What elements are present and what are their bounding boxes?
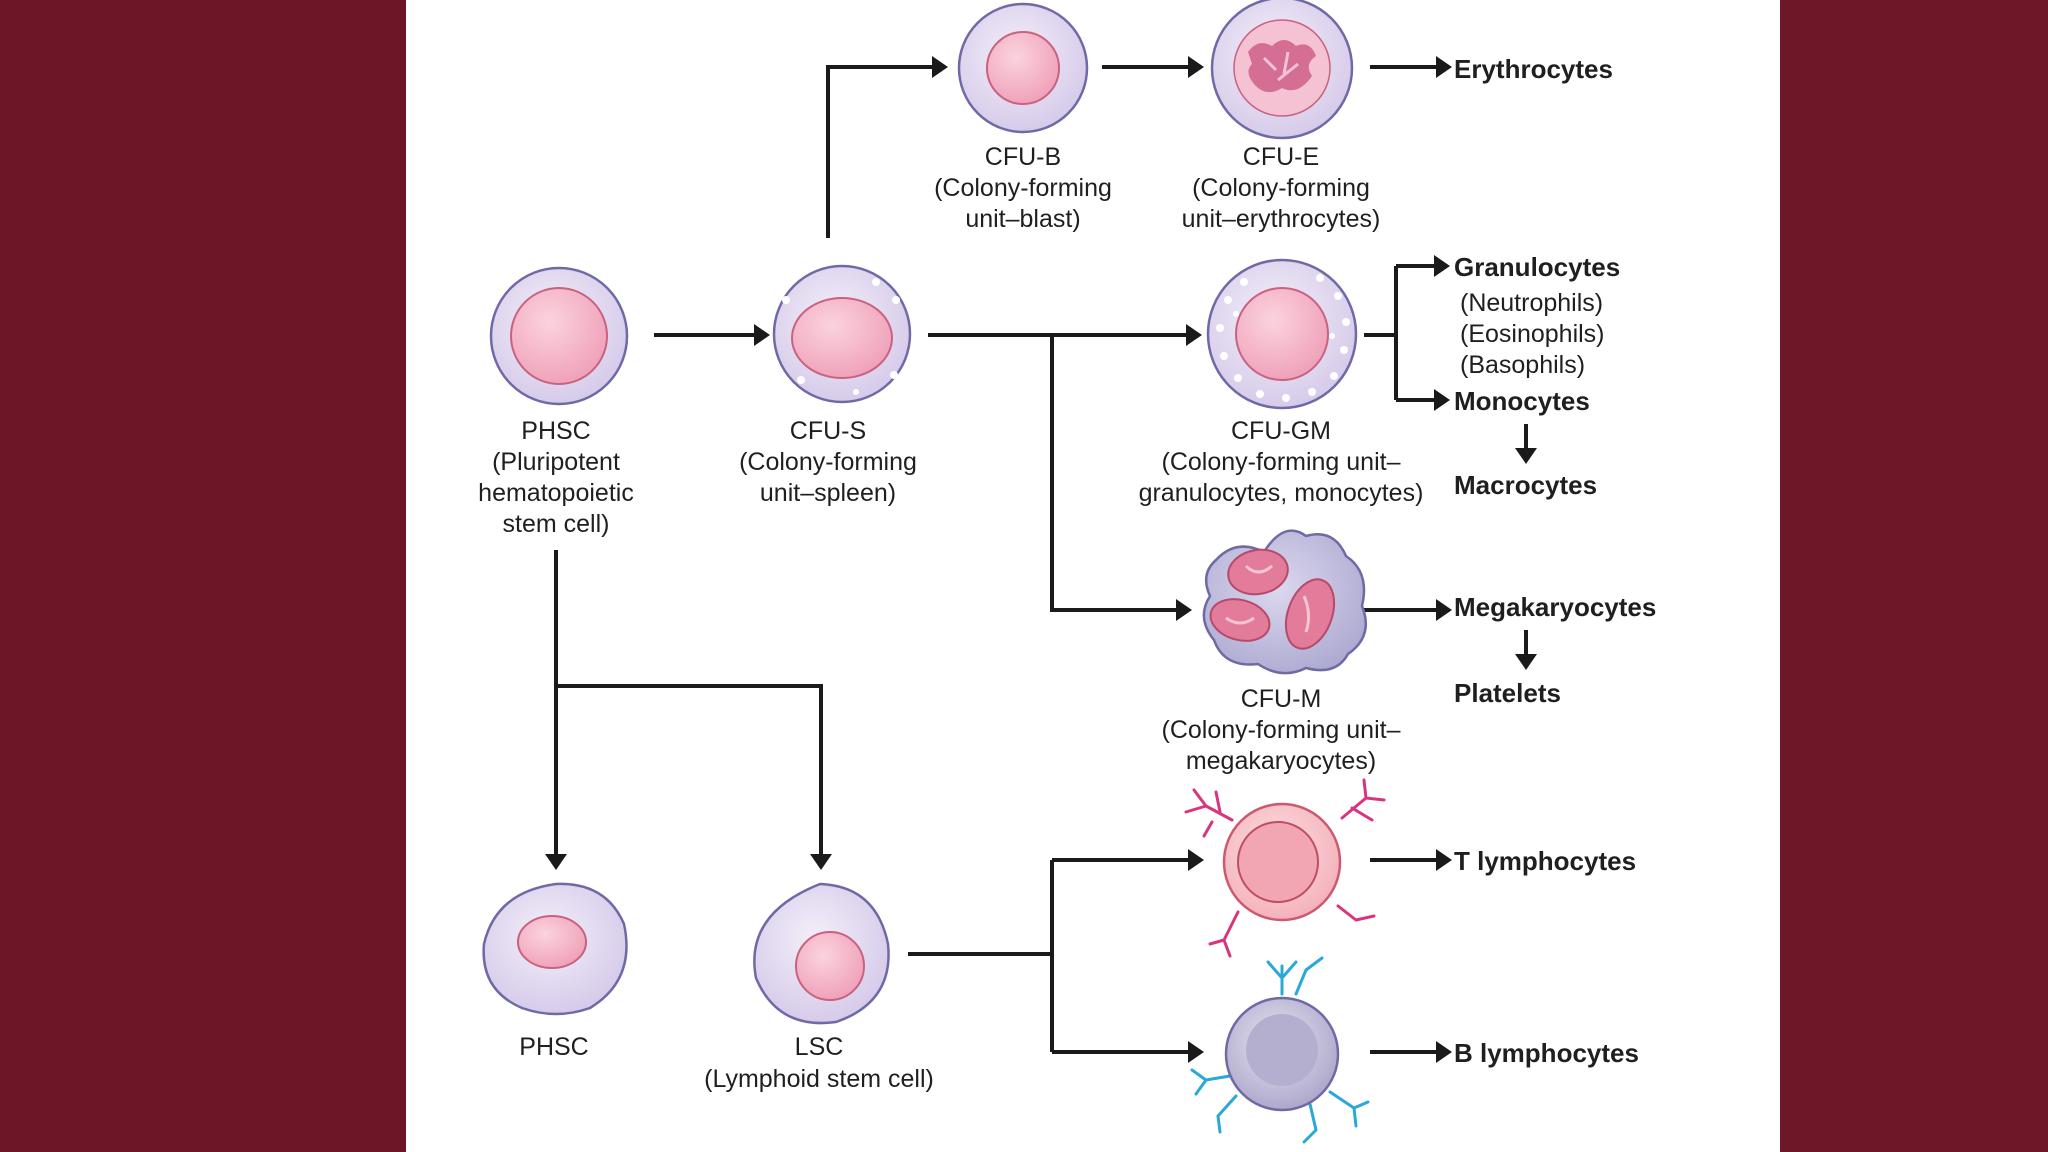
phsc-cell-icon xyxy=(489,266,629,406)
cfu-b-name: CFU-B xyxy=(985,143,1061,171)
arrowhead xyxy=(1434,389,1450,411)
macrocytes-label: Macrocytes xyxy=(1454,470,1597,500)
erythrocytes-label: Erythrocytes xyxy=(1454,54,1613,84)
arrowhead xyxy=(754,324,770,346)
arrowhead xyxy=(932,56,948,78)
cfu-b-cell-icon xyxy=(957,2,1089,134)
cfu-m-desc-2: megakaryocytes) xyxy=(1186,747,1376,775)
connector-lines xyxy=(545,56,1537,1063)
cfu-m-cell-icon xyxy=(1202,529,1367,675)
cfu-s-cell-icon xyxy=(772,264,912,404)
arrowhead xyxy=(1515,448,1537,464)
cfu-e-desc-2: unit–erythrocytes) xyxy=(1182,205,1381,233)
arrowhead xyxy=(1188,56,1204,78)
hematopoiesis-diagram: PHSC (Pluripotent hematopoietic stem cel… xyxy=(478,0,1656,1144)
phsc-desc-2: hematopoietic xyxy=(478,479,634,507)
t-cell-icon xyxy=(1184,778,1386,958)
cfu-gm-cell-icon xyxy=(1206,258,1358,410)
arrowhead xyxy=(1188,1041,1204,1063)
arrowhead xyxy=(1436,849,1452,871)
cfu-e-cell-icon xyxy=(1210,0,1354,140)
phsc-desc-3: stem cell) xyxy=(503,510,610,538)
cfu-s-desc-2: unit–spleen) xyxy=(760,479,896,507)
cfu-gm-desc-2: granulocytes, monocytes) xyxy=(1139,479,1424,507)
b-cell-icon xyxy=(1190,956,1370,1144)
left-maroon-margin xyxy=(0,0,406,1152)
granulocytes-label: Granulocytes xyxy=(1454,252,1620,282)
arrowhead xyxy=(1436,599,1452,621)
lsc-desc-1: (Lymphoid stem cell) xyxy=(704,1065,934,1093)
cfu-gm-name: CFU-GM xyxy=(1231,417,1331,445)
b-lymphocytes-label: B lymphocytes xyxy=(1454,1038,1639,1068)
arrowhead xyxy=(1436,1041,1452,1063)
lsc-cell-icon xyxy=(753,882,890,1025)
cfu-e-desc-1: (Colony-forming xyxy=(1192,174,1370,202)
arrowhead xyxy=(1515,654,1537,670)
phsc-bottom-name: PHSC xyxy=(519,1033,588,1061)
megakaryocytes-label: Megakaryocytes xyxy=(1454,592,1656,622)
eosinophils-label: (Eosinophils) xyxy=(1460,320,1605,348)
t-lymphocytes-label: T lymphocytes xyxy=(1454,846,1636,876)
cfu-s-desc-1: (Colony-forming xyxy=(739,448,917,476)
platelets-label: Platelets xyxy=(1454,678,1561,708)
arrowhead xyxy=(1436,56,1452,78)
arrowhead xyxy=(810,854,832,870)
product-labels: Erythrocytes Granulocytes (Neutrophils) … xyxy=(1454,54,1656,1068)
phsc-desc-1: (Pluripotent xyxy=(492,448,620,476)
arrowhead xyxy=(1186,324,1202,346)
arrowhead xyxy=(545,854,567,870)
line-phsc-to-lsc xyxy=(556,684,823,856)
lsc-name: LSC xyxy=(795,1033,844,1061)
cfu-b-desc-1: (Colony-forming xyxy=(934,174,1112,202)
cfu-gm-desc-1: (Colony-forming unit– xyxy=(1162,448,1401,476)
line-cfus-to-cfub xyxy=(826,65,934,238)
neutrophils-label: (Neutrophils) xyxy=(1460,289,1603,317)
phsc-bottom-cell-icon xyxy=(482,882,628,1016)
monocytes-label: Monocytes xyxy=(1454,386,1590,416)
node-labels: PHSC (Pluripotent hematopoietic stem cel… xyxy=(478,143,1423,1093)
right-maroon-margin xyxy=(1780,0,2048,1152)
cfu-m-desc-1: (Colony-forming unit– xyxy=(1162,716,1401,744)
arrowhead xyxy=(1176,599,1192,621)
cfu-b-desc-2: unit–blast) xyxy=(965,205,1080,233)
arrowhead xyxy=(1188,849,1204,871)
basophils-label: (Basophils) xyxy=(1460,351,1585,379)
cfu-m-name: CFU-M xyxy=(1241,685,1322,713)
arrowhead xyxy=(1434,255,1450,277)
cfu-e-name: CFU-E xyxy=(1243,143,1319,171)
diagram-panel: PHSC (Pluripotent hematopoietic stem cel… xyxy=(406,0,1780,1152)
cfu-s-name: CFU-S xyxy=(790,417,866,445)
phsc-name: PHSC xyxy=(521,417,590,445)
line-cfus-to-cfum xyxy=(1050,335,1178,612)
